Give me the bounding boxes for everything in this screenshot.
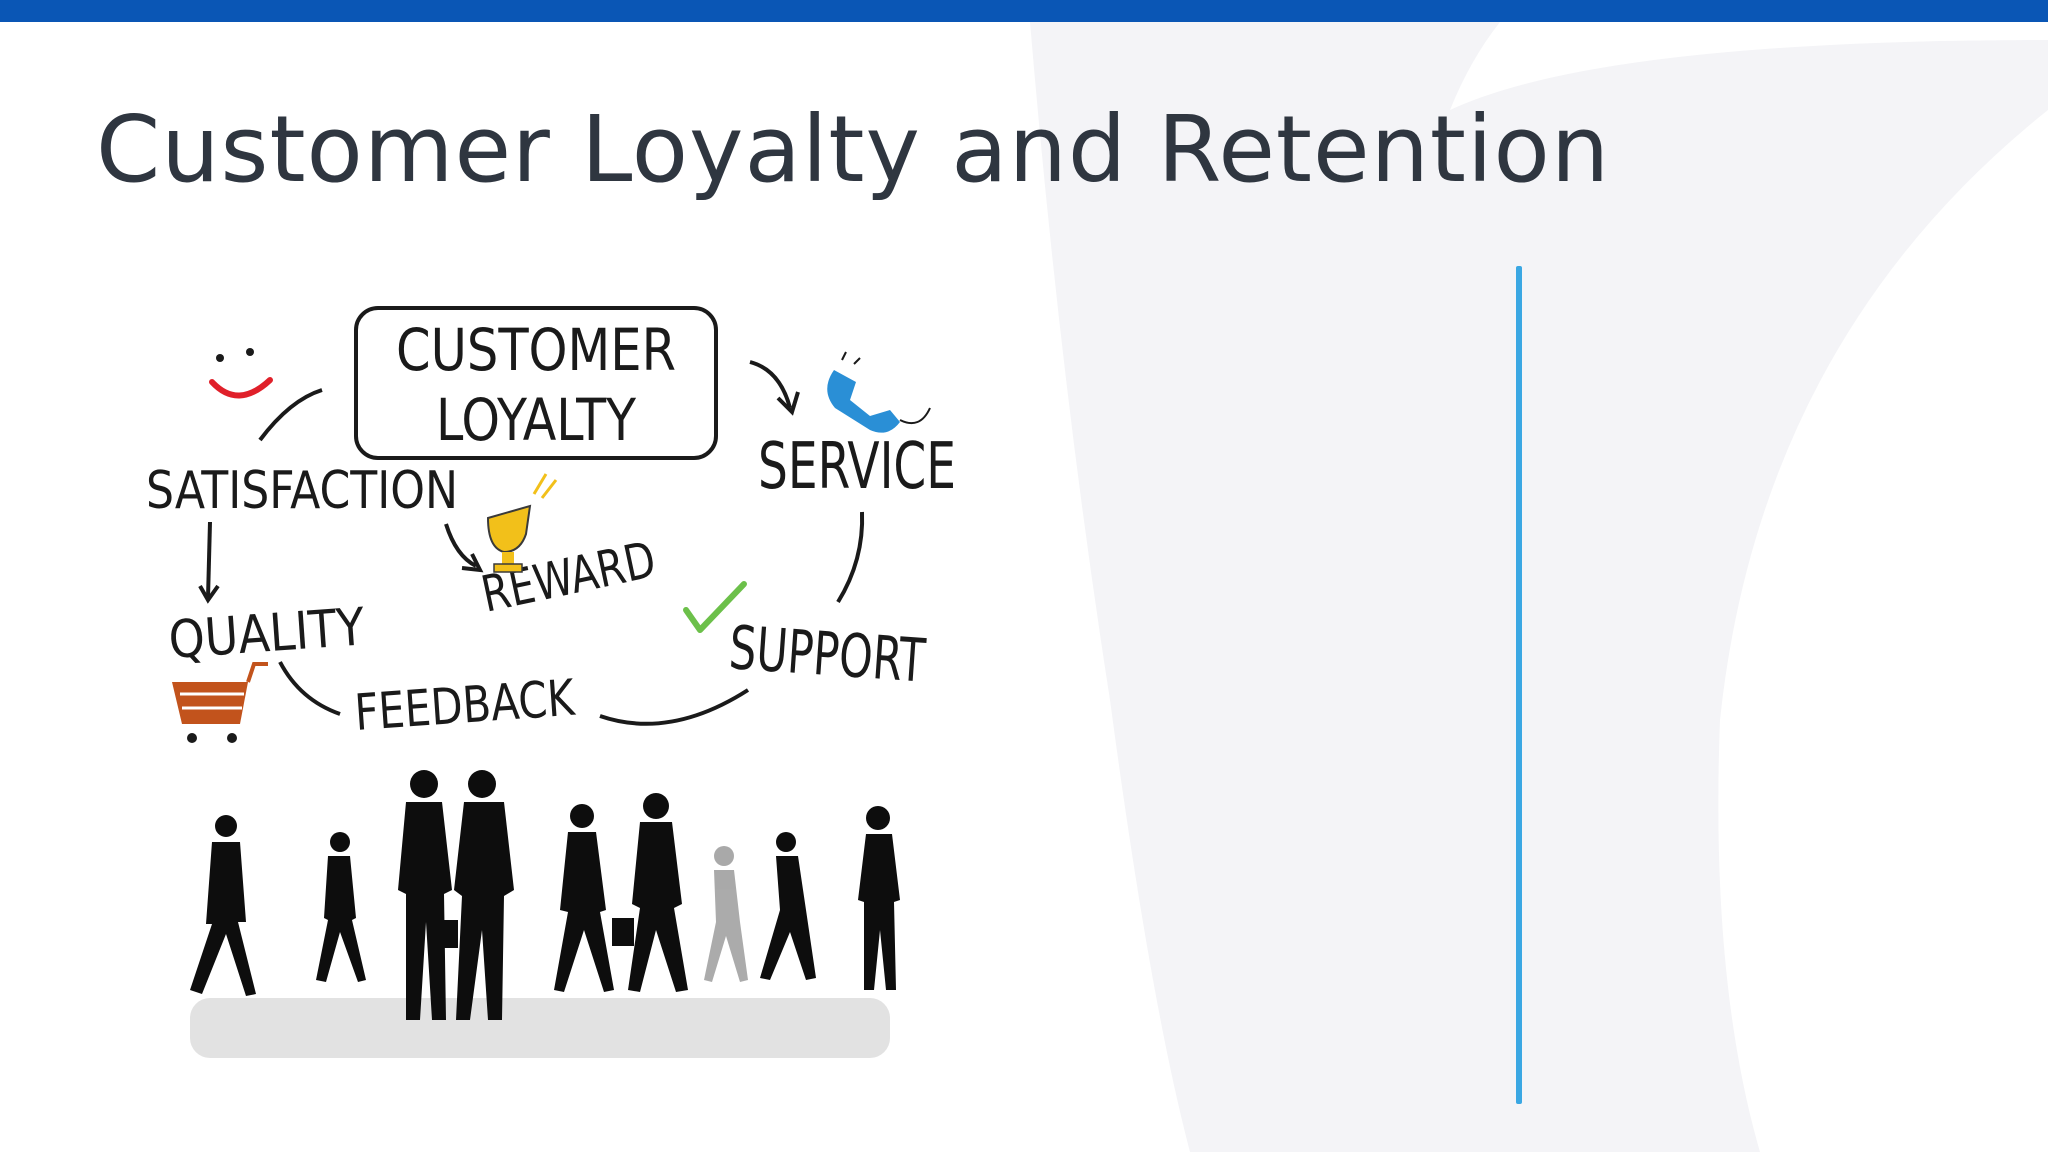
word-support: SUPPORT [727,613,928,697]
smiley-icon [209,348,273,399]
word-service: SERVICE [758,430,956,504]
telephone-icon [827,351,931,433]
customer-loyalty-illustration: CUSTOMER LOYALTY SATISFACTION SERVICE RE… [146,306,956,1058]
vertical-divider [1516,266,1522,1104]
shopping-cart-icon [172,662,268,743]
people-reflection [190,998,890,1058]
center-label-line2: LOYALTY [436,386,637,454]
word-satisfaction: SATISFACTION [146,461,458,521]
word-feedback: FEEDBACK [353,669,578,742]
slide-title: Customer Loyalty and Retention [96,96,1611,203]
trophy-icon [486,473,558,573]
checkmark-icon [683,581,747,633]
center-label-line1: CUSTOMER [396,316,676,384]
people-silhouettes [190,770,900,1020]
word-quality: QUALITY [167,597,367,671]
top-accent-bar [0,0,2048,22]
customer-loyalty-box [354,306,718,460]
